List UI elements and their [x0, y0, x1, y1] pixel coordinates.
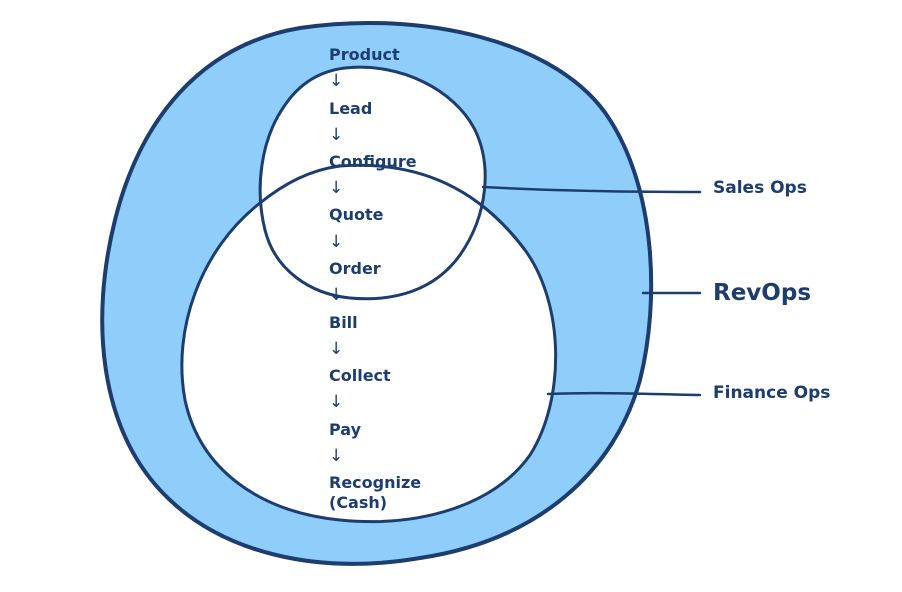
flow-step-pay: Pay — [329, 420, 362, 439]
revops-label: RevOps — [713, 280, 812, 306]
flow-step-lead: Lead — [329, 99, 373, 118]
arrow-down-icon: ↓ — [329, 339, 344, 359]
finance-ops-arc-overlay — [258, 163, 527, 252]
sales-ops-connector — [481, 185, 702, 194]
arrow-down-icon: ↓ — [329, 71, 344, 91]
flow-step-bill: Bill — [329, 313, 358, 332]
flow-step-collect: Collect — [329, 366, 391, 385]
arrow-down-icon: ↓ — [329, 178, 344, 198]
arrow-down-icon: ↓ — [329, 392, 344, 412]
finance-ops-connector — [546, 391, 702, 397]
flow-step-recognize: Recognize — [329, 473, 422, 492]
finance-ops-label: Finance Ops — [713, 383, 831, 403]
arrow-down-icon: ↓ — [329, 285, 344, 305]
flow-step-cash: (Cash) — [329, 493, 388, 512]
flow-step-order: Order — [329, 259, 381, 278]
sales-ops-circle — [258, 65, 487, 301]
flow-step-product: Product — [329, 45, 400, 64]
arrow-down-icon: ↓ — [329, 232, 344, 252]
arrow-down-icon: ↓ — [329, 125, 344, 145]
flow-step-configure: Configure — [329, 152, 417, 171]
flow-step-quote: Quote — [329, 205, 384, 224]
arrow-down-icon: ↓ — [329, 446, 344, 466]
sales-ops-label: Sales Ops — [713, 178, 807, 198]
